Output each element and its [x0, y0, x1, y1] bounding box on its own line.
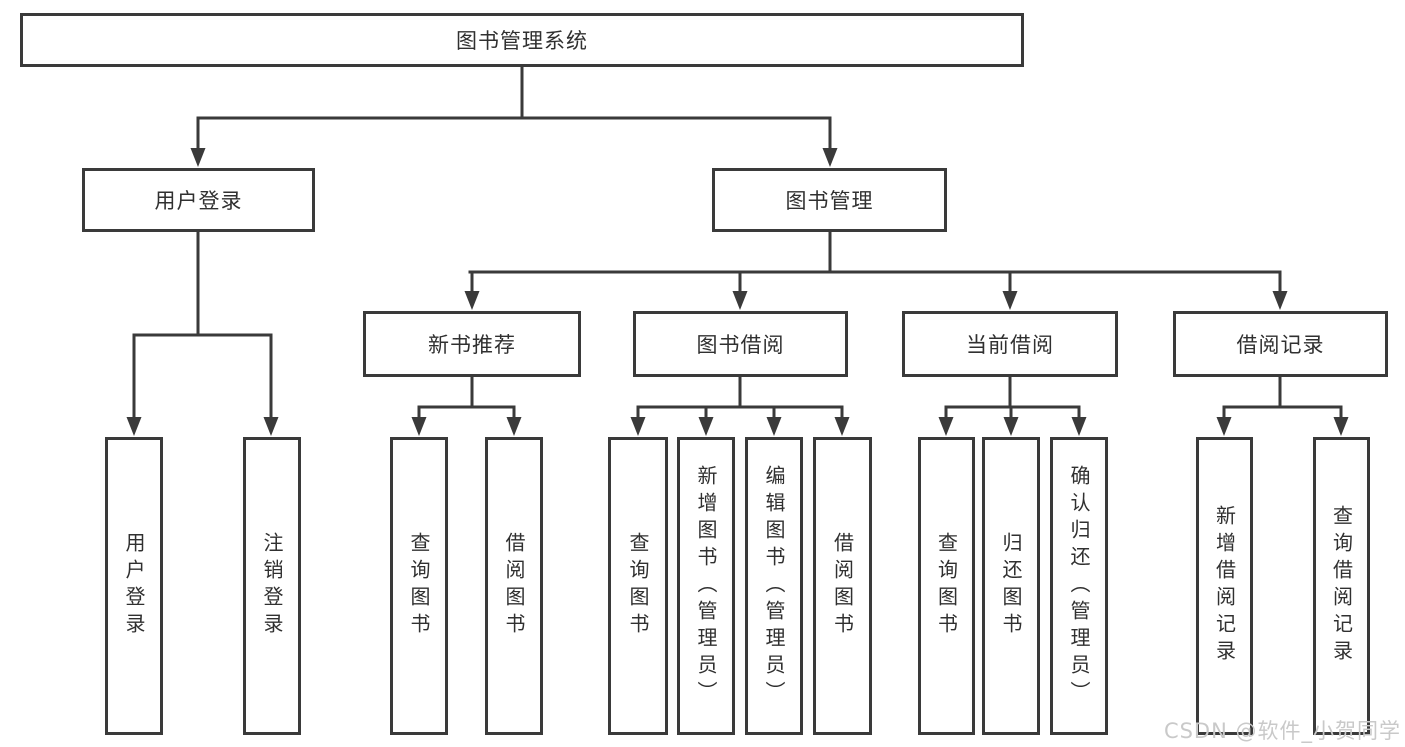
- arrowhead-icon: [732, 291, 748, 310]
- arrowhead-icon: [263, 417, 279, 436]
- node-new-book-recommendation: 新书推荐: [363, 311, 581, 377]
- leaf-confirm-return-admin: 确认归还（管理员）: [1050, 437, 1108, 735]
- node-user-login: 用户登录: [82, 168, 315, 232]
- leaf-logout: 注销登录: [243, 437, 301, 735]
- arrowhead-icon: [834, 417, 850, 436]
- arrowhead-icon: [822, 148, 838, 167]
- node-current-borrowing: 当前借阅: [902, 311, 1118, 377]
- node-book-borrowing: 图书借阅: [633, 311, 848, 377]
- node-library-management-system: 图书管理系统: [20, 13, 1024, 67]
- arrowhead-icon: [411, 417, 427, 436]
- arrowhead-icon: [1071, 417, 1087, 436]
- leaf-query-borrow-record: 查询借阅记录: [1313, 437, 1370, 735]
- leaf-user-login: 用户登录: [105, 437, 163, 735]
- arrowhead-icon: [1003, 417, 1019, 436]
- arrowhead-icon: [1272, 291, 1288, 310]
- node-borrowing-records: 借阅记录: [1173, 311, 1388, 377]
- leaf-edit-books-admin: 编辑图书（管理员）: [745, 437, 803, 735]
- arrowhead-icon: [630, 417, 646, 436]
- arrowhead-icon: [1002, 291, 1018, 310]
- leaf-query-books-current: 查询图书: [918, 437, 975, 735]
- arrowhead-icon: [1333, 417, 1349, 436]
- leaf-query-books-recommend: 查询图书: [390, 437, 448, 735]
- arrowhead-icon: [698, 417, 714, 436]
- leaf-borrow-books: 借阅图书: [813, 437, 872, 735]
- node-book-management: 图书管理: [712, 168, 947, 232]
- arrowhead-icon: [464, 291, 480, 310]
- arrowhead-icon: [766, 417, 782, 436]
- leaf-add-borrow-record: 新增借阅记录: [1196, 437, 1253, 735]
- leaf-return-books: 归还图书: [982, 437, 1040, 735]
- arrowhead-icon: [190, 148, 206, 167]
- csdn-watermark: CSDN @软件_小贺同学: [1163, 719, 1401, 743]
- leaf-query-books-borrowing: 查询图书: [608, 437, 668, 735]
- leaf-add-books-admin: 新增图书（管理员）: [677, 437, 735, 735]
- arrowhead-icon: [938, 417, 954, 436]
- arrowhead-icon: [126, 417, 142, 436]
- arrowhead-icon: [506, 417, 522, 436]
- leaf-borrow-books-recommend: 借阅图书: [485, 437, 543, 735]
- arrowhead-icon: [1216, 417, 1232, 436]
